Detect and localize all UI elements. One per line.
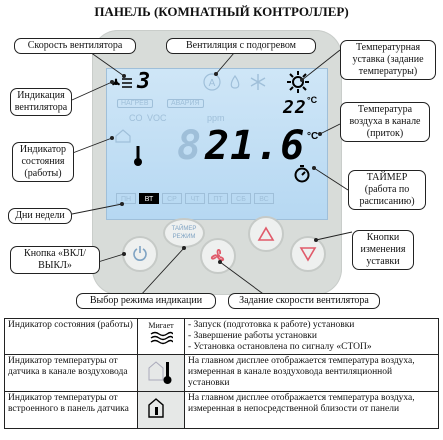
day-tue: ВТ	[139, 193, 159, 204]
wave-icon	[150, 331, 174, 345]
thermometer-duct-icon	[148, 361, 172, 384]
setpoint-value: 22	[283, 97, 307, 118]
room-temperature: 21.6	[205, 123, 306, 169]
callout-setpoint-buttons: Кнопки изменения уставки	[352, 230, 414, 270]
callout-fan-speed: Скорость вентилятора	[14, 38, 136, 54]
thermometer-panel-icon	[148, 398, 164, 418]
power-button[interactable]	[122, 236, 158, 272]
sun-icon	[287, 71, 309, 93]
room-temperature-unit: °C	[307, 131, 319, 142]
co-label: CO	[129, 113, 143, 123]
fan-level: 3	[137, 69, 152, 94]
ghost-digit: 8	[177, 123, 203, 169]
row-name: Индикатор температуры от встроенного в п…	[4, 391, 138, 429]
page-title: ПАНЕЛЬ (КОМНАТНЫЙ КОНТРОЛЛЕР)	[94, 4, 349, 19]
timer-icon	[294, 165, 310, 183]
triangle-up-icon	[257, 226, 275, 241]
day-sat: СБ	[231, 193, 251, 204]
description-line: - Запуск (подготовка к работе) установки	[188, 320, 355, 330]
setpoint-up-button[interactable]	[248, 216, 284, 252]
legend-table: Индикатор состояния (работы) Мигает - За…	[4, 318, 439, 429]
power-icon	[133, 246, 147, 261]
callout-temp-setpoint: Температурная уставка (задание температу…	[340, 40, 436, 80]
setpoint-down-button[interactable]	[290, 236, 326, 272]
weekday-strip: ПН ВТ СР ЧТ ПТ СБ ВС	[116, 193, 274, 205]
display-mode-button[interactable]: ТАЙМЕР РЕЖИМ	[163, 218, 205, 248]
description-line: - Установка остановлена по сигналу «СТОП…	[188, 342, 372, 352]
day-mon: ПН	[116, 193, 136, 204]
day-fri: ПТ	[208, 193, 228, 204]
dehumidify-icon	[230, 74, 240, 89]
day-thu: ЧТ	[185, 193, 205, 204]
day-sun: ВС	[254, 193, 274, 204]
setpoint-unit: °C	[307, 95, 318, 105]
callout-power-button: Кнопка «ВКЛ/ВЫКЛ»	[10, 246, 100, 274]
table-row: Индикатор температуры от датчика в канал…	[4, 354, 439, 392]
row-description: На главном дисплее отображается температ…	[184, 391, 439, 429]
callout-duct-temp: Температура воздуха в канале (приток)	[340, 102, 430, 142]
voc-label: VOC	[147, 113, 167, 123]
heating-label: НАГРЕВ	[117, 99, 153, 108]
cooling-icon	[250, 74, 266, 90]
table-row: Индикатор температуры от встроенного в п…	[4, 391, 439, 429]
svg-text:A: A	[209, 78, 216, 89]
callout-display-mode: Выбор режима индикации	[76, 293, 216, 309]
row-description: На главном дисплее отображается температ…	[184, 354, 439, 392]
row-icon-cell: Мигает	[137, 318, 185, 355]
row-icon-cell	[137, 354, 185, 392]
callout-weekdays: Дни недели	[8, 208, 72, 224]
day-wed: СР	[162, 193, 182, 204]
house-icon	[115, 129, 131, 143]
heat-mode-icon: A	[203, 73, 221, 91]
blink-label: Мигает	[148, 321, 174, 330]
callout-vent-indicator: Индикация вентилятора	[10, 88, 72, 116]
triangle-down-icon	[299, 247, 317, 262]
thermometer-icon	[134, 146, 142, 166]
fan-icon	[112, 78, 132, 88]
row-name: Индикатор состояния (работы)	[4, 318, 138, 355]
row-icon-cell	[137, 391, 185, 429]
description-line: - Завершение работы установки	[188, 331, 318, 341]
fan-speed-button[interactable]	[200, 238, 236, 274]
table-row: Индикатор состояния (работы) Мигает - За…	[4, 318, 439, 355]
alarm-label: АВАРИЯ	[167, 99, 204, 108]
callout-fan-speed-set: Задание скорости вентилятора	[228, 293, 380, 309]
callout-timer: ТАЙМЕР (работа по расписанию)	[348, 170, 426, 210]
callout-heated-vent: Вентиляция с подогревом	[166, 38, 316, 54]
callout-state-indicator: Индикатор состояния (работы)	[12, 142, 74, 182]
row-description: - Запуск (подготовка к работе) установки…	[184, 318, 439, 355]
ppm-label: ppm	[207, 113, 225, 123]
row-name: Индикатор температуры от датчика в канал…	[4, 354, 138, 392]
fan-icon	[210, 248, 225, 262]
